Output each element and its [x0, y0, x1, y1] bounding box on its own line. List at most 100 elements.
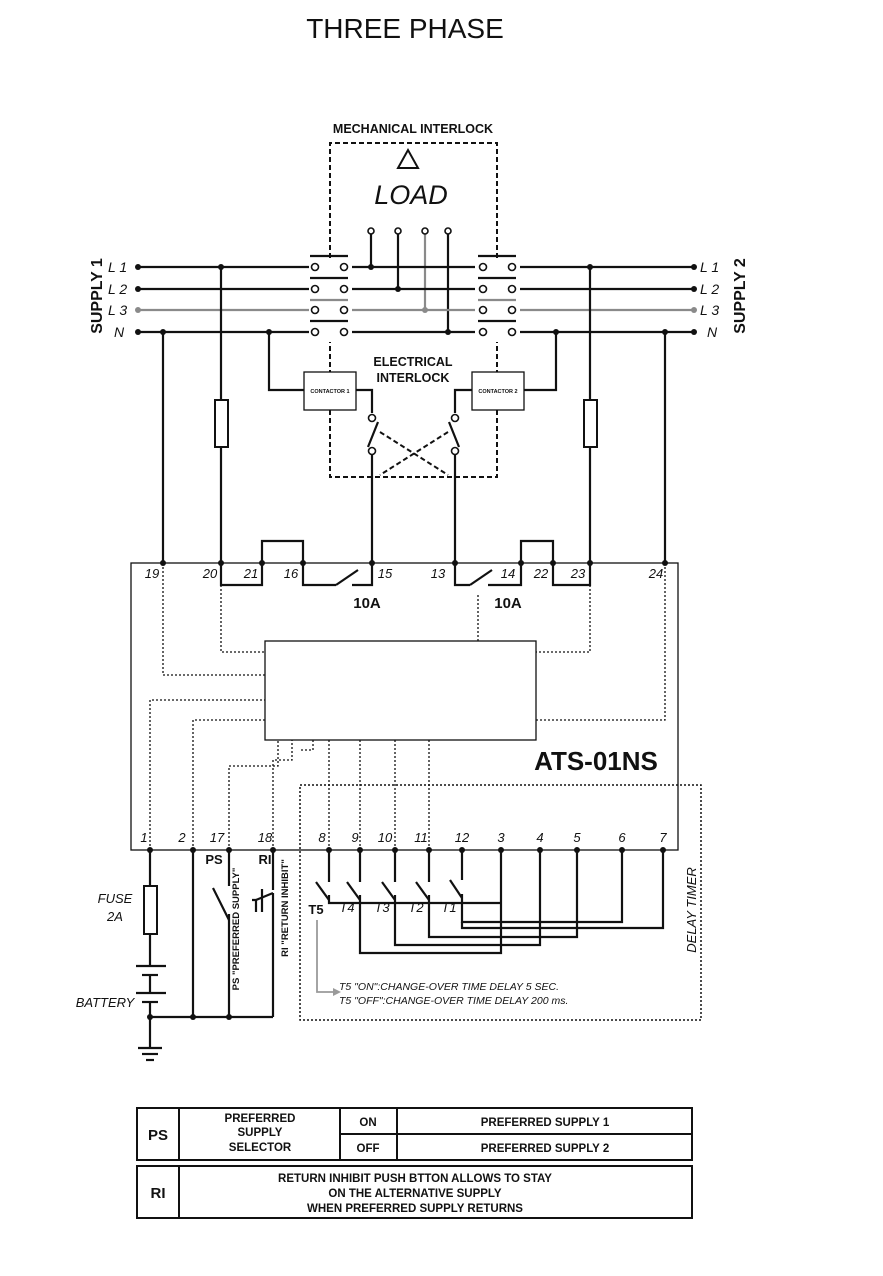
terminal-9: 9: [351, 830, 358, 845]
controller-block: [264, 640, 537, 741]
supply1-l1-label: L 1: [108, 259, 127, 275]
ps-table-selector-line3: SELECTOR: [229, 1142, 292, 1154]
supply1-l2-label: L 2: [108, 281, 127, 297]
ps-short-label: PS: [205, 852, 223, 867]
terminal-6: 6: [618, 830, 626, 845]
supply2-terminal: [691, 286, 697, 292]
ps-table-code: PS: [148, 1127, 168, 1144]
junction-dot: [190, 1014, 196, 1020]
terminal-24: 24: [648, 566, 663, 581]
ri-table-code: RI: [151, 1185, 166, 1202]
ri-short-label: RI: [259, 852, 272, 867]
terminal-8: 8: [318, 830, 326, 845]
supply2-terminal: [691, 264, 697, 270]
load-terminal: [444, 227, 452, 235]
mechanical-interlock-box-top: [329, 142, 498, 338]
terminal-7: 7: [659, 830, 667, 845]
terminal-12: 12: [455, 830, 470, 845]
terminal-17: 17: [210, 830, 225, 845]
ps-table: [136, 1107, 693, 1161]
battery-circuit: [136, 850, 273, 1062]
supply1-terminal: [135, 286, 141, 292]
supply1-terminal: [135, 264, 141, 270]
ri-pushbutton: [252, 850, 275, 1017]
ats-module-outline: [130, 562, 679, 851]
supply1-l3-label: L 3: [108, 302, 127, 318]
timer-switch-wiring: [315, 850, 665, 955]
mechanical-interlock-label: MECHANICAL INTERLOCK: [333, 122, 493, 136]
terminal-5: 5: [573, 830, 581, 845]
contactor1-coil: [303, 371, 357, 411]
terminal-21: 21: [243, 566, 258, 581]
ps-switch: [212, 850, 231, 1017]
electrical-interlock-line1: ELECTRICAL: [373, 355, 453, 369]
t5-note-arrow: [316, 920, 333, 993]
junction-dot: [553, 329, 559, 335]
contactor2-label: CONTACTOR 2: [478, 389, 517, 395]
delay-timer-label: DELAY TIMER: [684, 867, 699, 952]
contactor1-power-contacts: [309, 254, 352, 342]
ri-table-line3: WHEN PREFERRED SUPPLY RETURNS: [307, 1203, 523, 1215]
timer-switch-t4: T4: [339, 900, 354, 915]
supply2-l1-label: L 1: [700, 259, 719, 275]
relay2-rating: 10A: [494, 595, 522, 612]
ps-desc-label: PS "PREFERRED SUPPLY": [231, 868, 242, 991]
ri-table-line2: ON THE ALTERNATIVE SUPPLY: [328, 1188, 501, 1200]
terminal-10: 10: [378, 830, 393, 845]
supply2-terminal: [691, 329, 697, 335]
ps-table-value-on: PREFERRED SUPPLY 1: [481, 1117, 610, 1129]
supply2-fuse: [583, 399, 598, 448]
junction-dot: [662, 329, 668, 335]
terminal-15: 15: [378, 566, 393, 581]
junction-dot: [218, 264, 224, 270]
contactor2-coil: [471, 371, 525, 411]
load-terminal: [394, 227, 402, 235]
electrical-interlock-line2: INTERLOCK: [377, 371, 450, 385]
internal-relay-2: [453, 539, 592, 587]
ri-desc-label: RI "RETURN INHIBIT": [280, 859, 291, 957]
terminal-18: 18: [258, 830, 273, 845]
junction-dot: [587, 264, 593, 270]
timer-switch-t3: T3: [374, 900, 390, 915]
supply2-l2-label: L 2: [700, 281, 719, 297]
supply1-terminal: [135, 329, 141, 335]
t5-note-on: T5 "ON":CHANGE-OVER TIME DELAY 5 SEC.: [339, 981, 559, 993]
ri-table: [136, 1165, 693, 1219]
load-label: LOAD: [374, 180, 448, 210]
terminal-11: 11: [414, 830, 428, 845]
supply1-terminal: [135, 307, 141, 313]
supply2-n-label: N: [707, 324, 718, 340]
terminal-20: 20: [202, 566, 218, 581]
ri-table-line1: RETURN INHIBIT PUSH BTTON ALLOWS TO STAY: [278, 1173, 552, 1185]
junction-dot: [147, 1014, 153, 1020]
interlock-contacts: [356, 388, 472, 563]
terminal-1: 1: [140, 830, 147, 845]
terminal-14: 14: [501, 566, 515, 581]
junction-dot: [266, 329, 272, 335]
delay-timer-box: [299, 784, 702, 1021]
t5-note-off: T5 "OFF":CHANGE-OVER TIME DELAY 200 ms.: [339, 995, 568, 1007]
terminal-19: 19: [145, 566, 159, 581]
terminal-13: 13: [431, 566, 446, 581]
contactor2-power-contacts: [475, 254, 520, 342]
internal-dotted-traces: [149, 563, 666, 850]
supply1-n-label: N: [114, 324, 125, 340]
contactor1-neutral-wire: [267, 332, 304, 392]
ps-table-value-off: PREFERRED SUPPLY 2: [481, 1143, 609, 1155]
load-terminal: [367, 227, 375, 235]
junction-dot: [160, 329, 166, 335]
supply1-fuse: [214, 399, 229, 448]
diagram-title: THREE PHASE: [306, 13, 504, 44]
fuse-rating: 2A: [106, 909, 123, 924]
terminal-4: 4: [536, 830, 543, 845]
timer-switch-t5: T5: [308, 902, 323, 917]
ps-table-selector-line2: SUPPLY: [238, 1127, 283, 1139]
terminal-23: 23: [570, 566, 586, 581]
terminal-22: 22: [533, 566, 549, 581]
load-terminal: [421, 227, 429, 235]
timer-switch-t1: T1: [441, 900, 456, 915]
ps-table-state-off: OFF: [357, 1143, 380, 1155]
supply1-label: SUPPLY 1: [89, 258, 106, 334]
device-name: ATS-01NS: [534, 746, 658, 776]
